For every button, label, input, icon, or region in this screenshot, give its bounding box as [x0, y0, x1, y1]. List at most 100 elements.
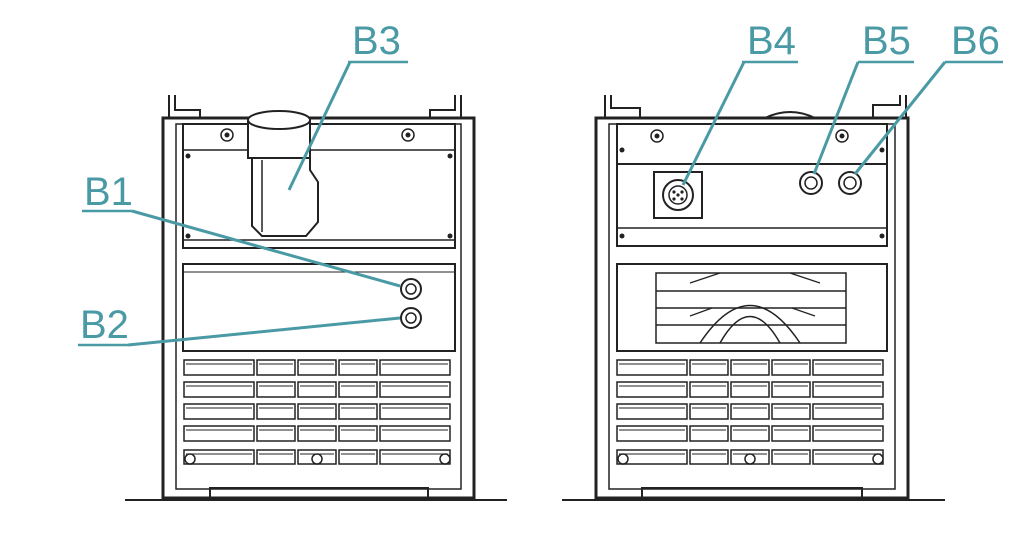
callout-b3: B3	[287, 19, 408, 191]
left-top-handle-rear	[604, 95, 641, 118]
callout-label-b2: B2	[80, 303, 129, 347]
vent-slot	[338, 425, 378, 442]
top-fan-hump	[764, 111, 816, 119]
callout-label-b5: B5	[862, 19, 911, 63]
left-top-handle	[168, 95, 201, 118]
vent-slot	[689, 403, 729, 420]
connector-b4-icon	[653, 171, 703, 219]
callout-label-b6: B6	[951, 19, 1000, 63]
rivet-icon	[619, 233, 625, 239]
rivet-icon	[185, 233, 191, 239]
vent-slot	[297, 359, 337, 376]
vent-slot	[338, 449, 378, 465]
rear-top-panel	[616, 123, 888, 247]
vent-slot	[616, 403, 688, 420]
port-b1-icon	[400, 278, 422, 300]
port-b5-icon	[799, 171, 823, 195]
port-b2-icon	[400, 307, 422, 329]
vent-slot	[183, 381, 255, 398]
vent-slot	[338, 403, 378, 420]
callout-b6: B6	[853, 19, 1003, 175]
bolt-icon	[184, 453, 196, 465]
bolt-icon	[872, 453, 884, 465]
vent-slot	[771, 359, 811, 376]
rear-feet	[641, 487, 863, 498]
vent-slot	[689, 359, 729, 376]
bolt-icon	[439, 453, 451, 465]
vent-slot	[338, 381, 378, 398]
vent-slot	[379, 381, 451, 398]
vent-slot	[379, 359, 451, 376]
vent-slot	[771, 425, 811, 442]
port-b6-icon	[838, 171, 862, 195]
vent-slot	[379, 425, 451, 442]
vent-slot	[689, 425, 729, 442]
rivet-icon	[879, 147, 885, 153]
screw-icon	[220, 128, 234, 142]
vent-slot	[689, 449, 729, 465]
bolt-icon	[311, 453, 323, 465]
screw-icon	[650, 129, 664, 143]
vent-slot	[616, 359, 688, 376]
callout-label-b3: B3	[352, 19, 401, 63]
bolt-icon	[617, 453, 629, 465]
leader-line-b5	[812, 61, 860, 175]
vent-slot	[730, 381, 770, 398]
leader-line-b6	[853, 61, 947, 175]
vent-slot	[256, 403, 296, 420]
rivet-icon	[619, 147, 625, 153]
vent-slot	[616, 381, 688, 398]
vent-slot	[183, 425, 255, 442]
vent-slot	[812, 359, 884, 376]
vent-slot	[730, 425, 770, 442]
vent-slot	[616, 425, 688, 442]
vent-slot	[771, 449, 811, 465]
vent-slot	[771, 403, 811, 420]
vent-slot	[812, 381, 884, 398]
vent-slot	[256, 449, 296, 465]
vent-slot	[812, 403, 884, 420]
vent-slot	[183, 403, 255, 420]
leader-line-b2	[127, 316, 401, 347]
rivet-icon	[447, 153, 453, 159]
front-view-unit	[125, 95, 507, 501]
callout-b2: B2	[78, 303, 401, 347]
screw-icon	[835, 129, 849, 143]
vent-slot	[297, 403, 337, 420]
front-feet	[167, 487, 429, 500]
screw-icon	[401, 128, 415, 142]
callout-b5: B5	[812, 19, 914, 175]
front-vent-grille	[183, 359, 451, 465]
rear-view-unit	[562, 95, 945, 501]
vent-slot	[256, 381, 296, 398]
vent-slot	[297, 425, 337, 442]
bolt-icon	[744, 453, 756, 465]
vent-slot	[379, 449, 451, 465]
callout-b4: B4	[681, 19, 798, 186]
vent-slot	[256, 425, 296, 442]
vent-slot	[379, 403, 451, 420]
vent-slot	[771, 381, 811, 398]
right-top-handle-rear	[872, 95, 907, 118]
vent-slot	[338, 359, 378, 376]
right-top-handle	[429, 95, 462, 118]
front-body	[161, 116, 476, 500]
vent-slot	[183, 359, 255, 376]
leader-line-b1	[131, 209, 401, 288]
callout-label-b4: B4	[747, 19, 796, 63]
rear-body	[594, 116, 910, 500]
filler-cap-reservoir	[247, 110, 319, 237]
leader-line-b4	[681, 61, 746, 186]
rear-fan-panel	[616, 263, 888, 352]
vent-slot	[297, 381, 337, 398]
leader-line-b3	[287, 61, 352, 191]
callout-b1: B1	[82, 170, 401, 288]
fan-icon	[655, 272, 847, 344]
vent-slot	[812, 449, 884, 465]
callout-label-b1: B1	[84, 170, 133, 214]
rivet-icon	[447, 233, 453, 239]
vent-slot	[689, 381, 729, 398]
rear-vent-grille	[616, 359, 884, 465]
vent-slot	[256, 359, 296, 376]
